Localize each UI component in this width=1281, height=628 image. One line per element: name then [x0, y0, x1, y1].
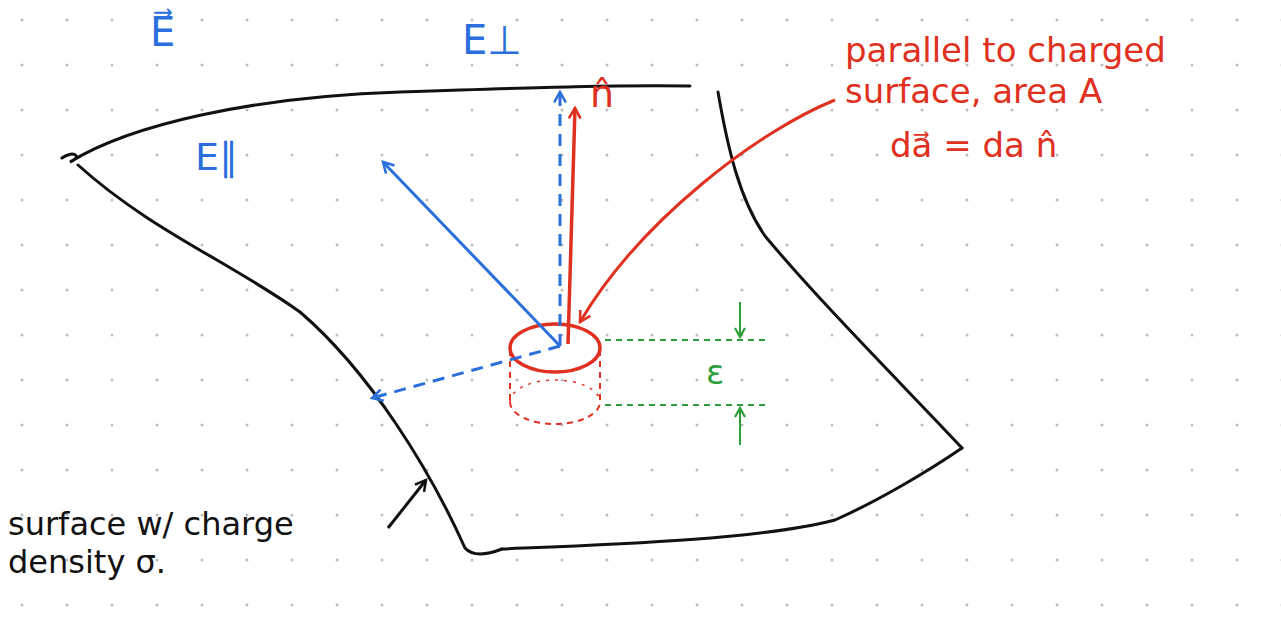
label-anchor: E⃗: [150, 8, 175, 56]
label-anchor: ε: [706, 352, 724, 393]
dimension-arrow: [739, 408, 741, 445]
pointer-arrow: [388, 480, 426, 528]
perpendicular-component: [559, 92, 562, 346]
dimension-line: [605, 339, 765, 341]
annotation-text: parallel to charged surface, area A: [845, 30, 1225, 112]
component-label: E∥: [195, 135, 238, 181]
field-vector: [383, 162, 560, 346]
dimension-line: [605, 404, 765, 406]
thickness-dimension: [605, 302, 765, 445]
normal-label: n̂: [590, 72, 614, 118]
label-anchor: E⊥: [462, 16, 522, 64]
pillbox-bottom: [510, 380, 600, 402]
equation-label: da⃗ = da n̂: [890, 125, 1057, 166]
dimension-arrow: [739, 302, 741, 337]
label-anchor: n̂: [590, 72, 614, 118]
component-label: E⊥: [462, 16, 522, 64]
surface-edge: [78, 165, 502, 554]
pillbox-bottom: [510, 402, 600, 424]
label-anchor: parallel to charged surface, area A: [845, 30, 1225, 112]
label-anchor: surface w/ charge density σ.: [8, 505, 348, 582]
charged-surface: [62, 86, 962, 554]
normal-vector: [568, 108, 575, 344]
thickness-label: ε: [706, 352, 724, 393]
pillbox-side: [510, 350, 600, 402]
vector-label: E⃗: [150, 8, 175, 56]
surface-note: surface w/ charge density σ.: [8, 505, 348, 582]
surface-edge: [502, 448, 962, 549]
label-anchor: da⃗ = da n̂: [890, 125, 1057, 166]
parallel-component: [372, 346, 560, 398]
label-anchor: E∥: [195, 135, 238, 181]
leader-line: [580, 100, 835, 322]
